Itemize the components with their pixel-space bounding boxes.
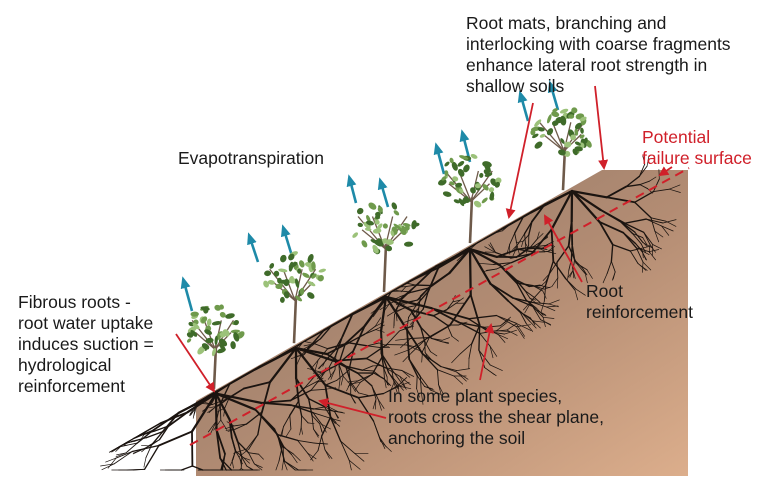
evapotranspiration-label: Evapotranspiration xyxy=(178,148,324,169)
tree-icon xyxy=(262,250,326,343)
root-mats-pointer xyxy=(509,103,533,217)
root-mats-label: Root mats, branching and interlocking wi… xyxy=(466,13,731,97)
evapotranspiration-arrow-icon xyxy=(250,238,258,262)
evapotranspiration-arrow-icon xyxy=(350,180,356,203)
root-mats-pointer xyxy=(595,86,604,168)
evapotranspiration-arrow-icon xyxy=(184,282,192,311)
root-reinforcement-label: Root reinforcement xyxy=(586,281,693,323)
evapotranspiration-arrow-icon xyxy=(284,230,292,256)
tree-icon xyxy=(530,107,593,190)
tree-icon xyxy=(351,201,420,292)
evapotranspiration-arrow-icon xyxy=(521,96,528,121)
tree-icon xyxy=(437,153,503,243)
shear-plane-label: In some plant species, roots cross the s… xyxy=(388,386,604,449)
tree-icon xyxy=(186,304,246,389)
fibrous-roots-label: Fibrous roots - root water uptake induce… xyxy=(18,292,154,397)
potential-failure-label: Potential failure surface xyxy=(642,127,752,169)
evapotranspiration-arrow-icon xyxy=(381,183,388,207)
evapotranspiration-arrow-icon xyxy=(437,148,444,174)
